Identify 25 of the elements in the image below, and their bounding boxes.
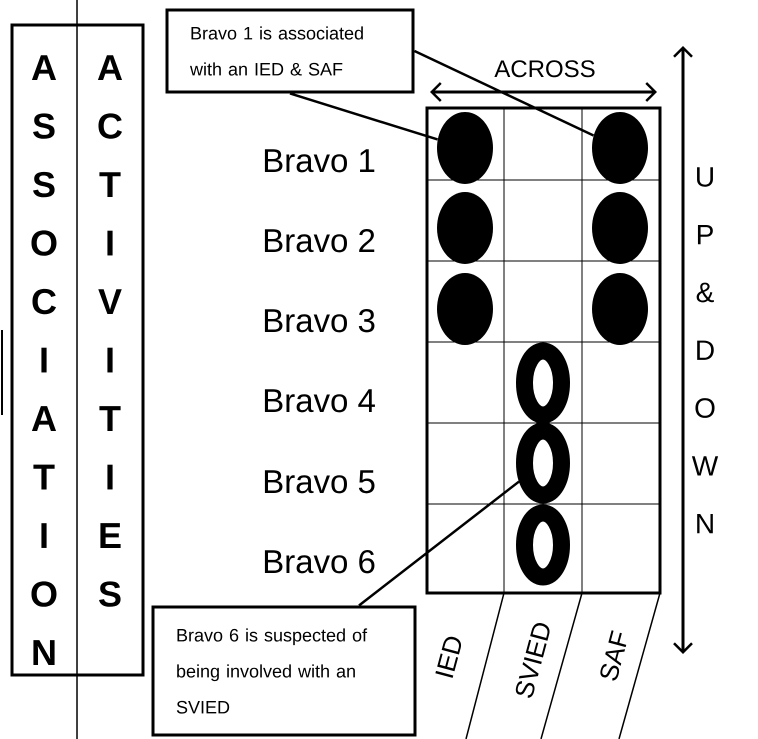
filled-circle bbox=[592, 192, 648, 264]
leader-line bbox=[358, 480, 520, 606]
axis-label: U P & D O W N bbox=[692, 167, 718, 534]
axis-label: ACROSS bbox=[494, 60, 595, 78]
callout-box: Bravo 6 is suspected of being involved with an SVIED bbox=[152, 605, 416, 736]
row-label: Bravo 3 bbox=[264, 308, 374, 332]
ring-mark bbox=[516, 422, 570, 504]
column-header: SAF bbox=[600, 630, 626, 680]
filled-circle bbox=[437, 192, 493, 264]
row-label: Bravo 6 bbox=[264, 550, 374, 574]
leader-line bbox=[414, 50, 594, 137]
ring-mark bbox=[516, 342, 570, 424]
leader-line bbox=[290, 92, 438, 141]
row-label: Bravo 4 bbox=[264, 389, 375, 412]
ring-mark bbox=[516, 504, 570, 586]
filled-circle bbox=[592, 273, 648, 345]
row-label: Bravo 5 bbox=[264, 470, 374, 494]
callout-box: Bravo 1 is associated with an IED & SAF bbox=[166, 8, 414, 94]
row-label: Bravo 1 bbox=[264, 149, 374, 172]
filled-circle bbox=[592, 112, 648, 184]
row-label: Bravo 2 bbox=[264, 228, 374, 252]
column-header: SVIED bbox=[516, 623, 550, 698]
filled-circle bbox=[437, 112, 493, 184]
vertical-text-box: A S S O C I A T I O N A C T I V I T I E S bbox=[10, 24, 144, 676]
filled-circle bbox=[437, 273, 493, 345]
